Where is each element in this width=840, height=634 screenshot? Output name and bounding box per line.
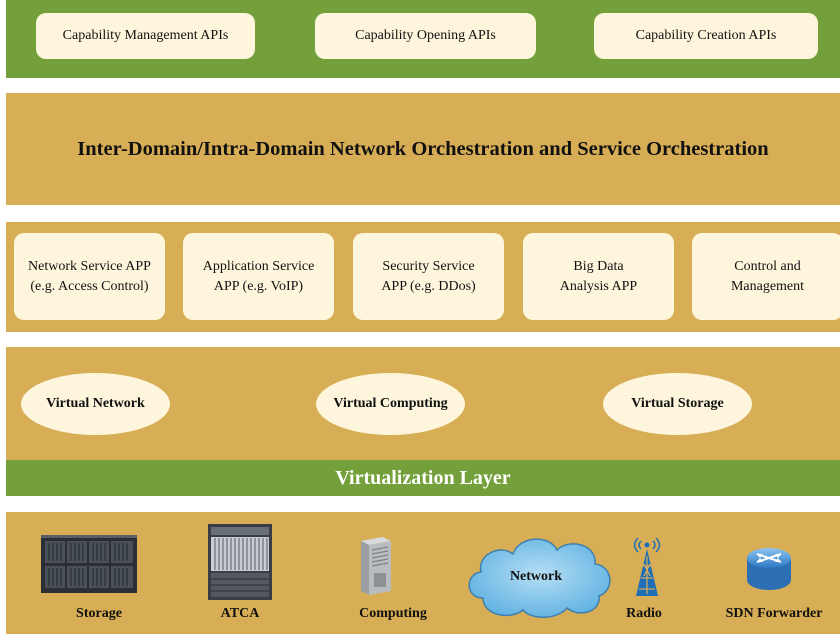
hardware-layer: Storage ATCA Computing <box>6 512 840 634</box>
capability-management-apis-box: Capability Management APIs <box>36 13 255 59</box>
app-line: Network Service APP <box>28 258 151 274</box>
virtual-network-ellipse: Virtual Network <box>21 373 170 435</box>
app-layer: Network Service APP (e.g. Access Control)… <box>6 222 840 332</box>
app-line: APP (e.g. VoIP) <box>213 278 304 294</box>
app-line: Application Service <box>202 258 315 274</box>
network-service-app-box: Network Service APP (e.g. Access Control) <box>14 233 165 320</box>
storage-array-icon <box>41 535 137 593</box>
router-icon <box>747 548 791 590</box>
app-line: Security Service <box>382 258 475 274</box>
atca-chassis-icon <box>208 524 272 600</box>
app-line: APP (e.g. DDos) <box>381 278 476 294</box>
radio-tower-icon <box>633 537 661 596</box>
app-line: (e.g. Access Control) <box>30 278 149 294</box>
server-tower-icon <box>361 537 391 595</box>
virtualization-layer-title: Virtualization Layer <box>335 466 511 489</box>
computing-label: Computing <box>359 606 427 621</box>
virtual-resource-layer: Virtual Network Virtual Computing Virtua… <box>6 347 840 460</box>
virtual-storage-ellipse: Virtual Storage <box>603 373 752 435</box>
app-line: Big Data <box>573 258 624 274</box>
capability-opening-apis-label: Capability Opening APIs <box>355 28 496 43</box>
capability-management-apis-label: Capability Management APIs <box>62 28 229 43</box>
orchestration-title: Inter-Domain/Intra-Domain Network Orches… <box>77 137 769 160</box>
app-line: Control and <box>734 258 801 274</box>
atca-label: ATCA <box>220 606 260 621</box>
capability-creation-apis-label: Capability Creation APIs <box>635 28 777 43</box>
sdn-forwarder-label: SDN Forwarder <box>725 606 823 621</box>
cloud-icon <box>468 538 611 618</box>
api-layer: Capability Management APIs Capability Op… <box>6 0 840 78</box>
virtual-storage-label: Virtual Storage <box>631 396 724 411</box>
storage-label: Storage <box>76 606 122 621</box>
app-line: Analysis APP <box>559 278 638 294</box>
virtual-computing-label: Virtual Computing <box>333 396 448 411</box>
capability-opening-apis-box: Capability Opening APIs <box>315 13 536 59</box>
radio-label: Radio <box>626 606 662 621</box>
app-line: Management <box>730 278 805 294</box>
virtualization-layer-bar: Virtualization Layer <box>6 460 840 496</box>
network-label: Network <box>509 569 563 584</box>
orchestration-layer: Inter-Domain/Intra-Domain Network Orches… <box>6 93 840 205</box>
capability-creation-apis-box: Capability Creation APIs <box>594 13 818 59</box>
virtual-computing-ellipse: Virtual Computing <box>316 373 465 435</box>
virtual-network-label: Virtual Network <box>46 396 145 411</box>
